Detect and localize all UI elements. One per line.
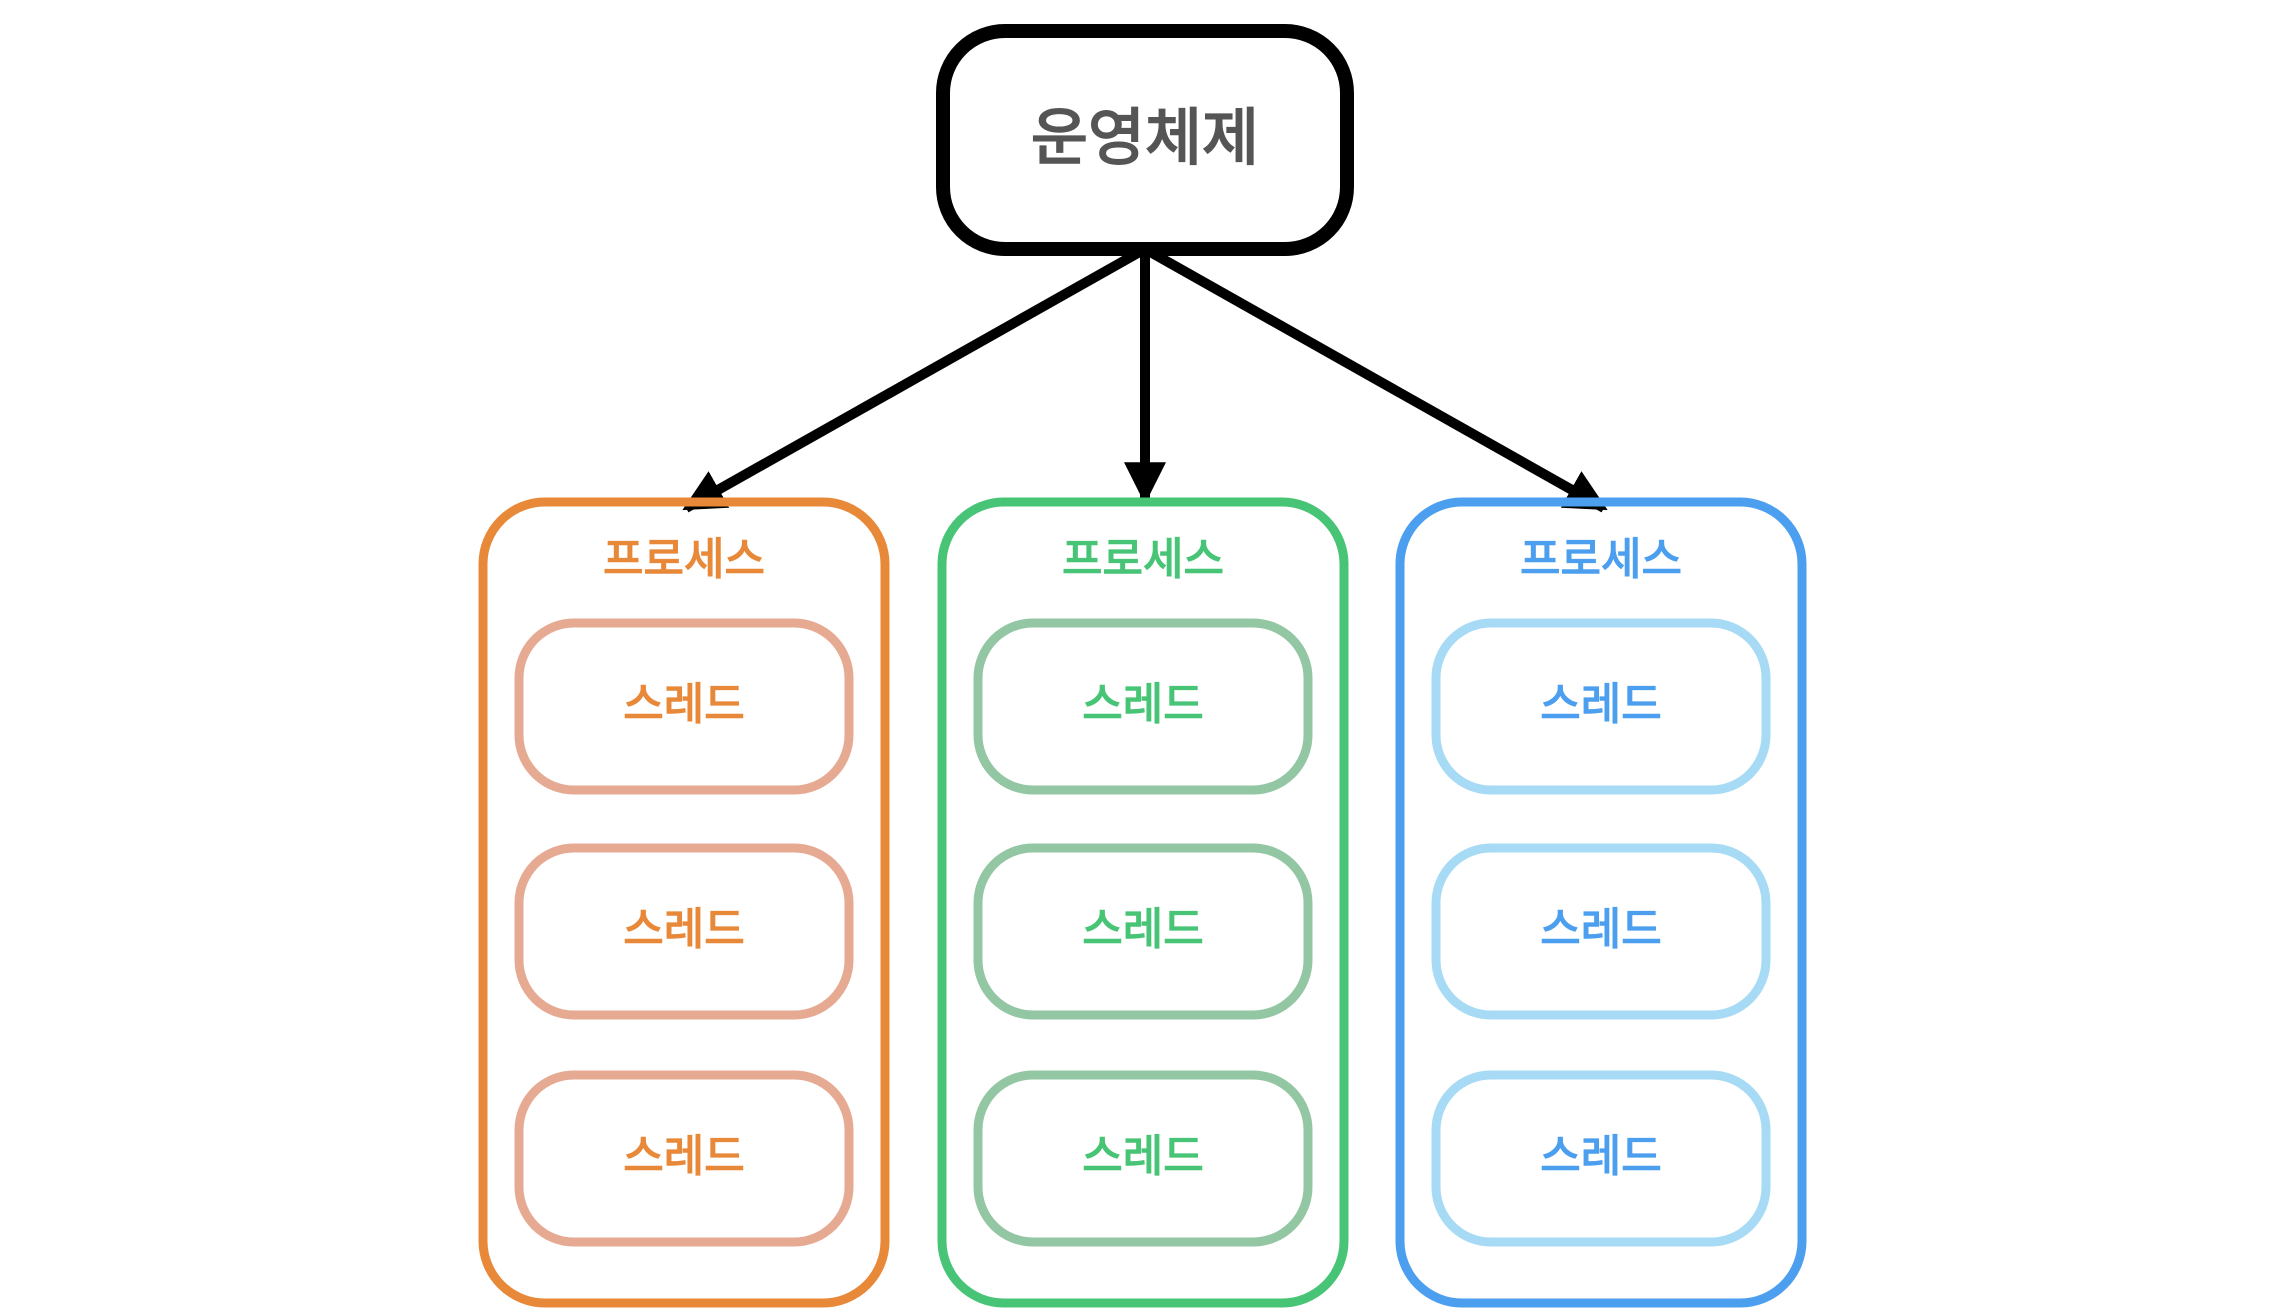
os-node: 운영체제 [936, 24, 1354, 256]
process-box: 프로세스 스레드 스레드 스레드 [937, 497, 1349, 1308]
thread-label: 스레드 [1082, 1131, 1203, 1182]
thread-label: 스레드 [623, 904, 744, 955]
thread-label: 스레드 [1082, 679, 1203, 730]
thread-box: 스레드 [1431, 843, 1771, 1020]
thread-label: 스레드 [623, 1131, 744, 1182]
process-label: 프로세스 [603, 534, 765, 585]
os-label: 운영체제 [1031, 101, 1259, 174]
thread-box-border [1431, 618, 1771, 795]
thread-box-border [1431, 843, 1771, 1020]
thread-label: 스레드 [623, 679, 744, 730]
thread-box-border [514, 1070, 854, 1247]
thread-label: 스레드 [1540, 904, 1661, 955]
process-box-border [1395, 497, 1807, 1308]
thread-box: 스레드 [1431, 618, 1771, 795]
process-box-border [937, 497, 1349, 1308]
thread-box-border [973, 843, 1313, 1020]
arrows [682, 244, 1608, 513]
thread-box-border [973, 618, 1313, 795]
thread-box-border [514, 618, 854, 795]
thread-box: 스레드 [514, 618, 854, 795]
thread-label: 스레드 [1540, 679, 1661, 730]
arrow-to-process-3 [1142, 244, 1608, 513]
thread-box-border [514, 843, 854, 1020]
thread-box: 스레드 [973, 1070, 1313, 1247]
thread-label: 스레드 [1540, 1131, 1661, 1182]
process-label: 프로세스 [1520, 534, 1682, 585]
process-label: 프로세스 [1062, 534, 1224, 585]
process-box: 프로세스 스레드 스레드 스레드 [1395, 497, 1807, 1308]
process-box-border [478, 497, 890, 1308]
thread-box: 스레드 [973, 843, 1313, 1020]
thread-label: 스레드 [1082, 904, 1203, 955]
thread-box: 스레드 [973, 618, 1313, 795]
arrow-to-process-1 [682, 244, 1148, 513]
process-box: 프로세스 스레드 스레드 스레드 [478, 497, 890, 1308]
thread-box: 스레드 [1431, 1070, 1771, 1247]
thread-box: 스레드 [514, 1070, 854, 1247]
thread-box-border [973, 1070, 1313, 1247]
thread-box: 스레드 [514, 843, 854, 1020]
thread-box-border [1431, 1070, 1771, 1247]
